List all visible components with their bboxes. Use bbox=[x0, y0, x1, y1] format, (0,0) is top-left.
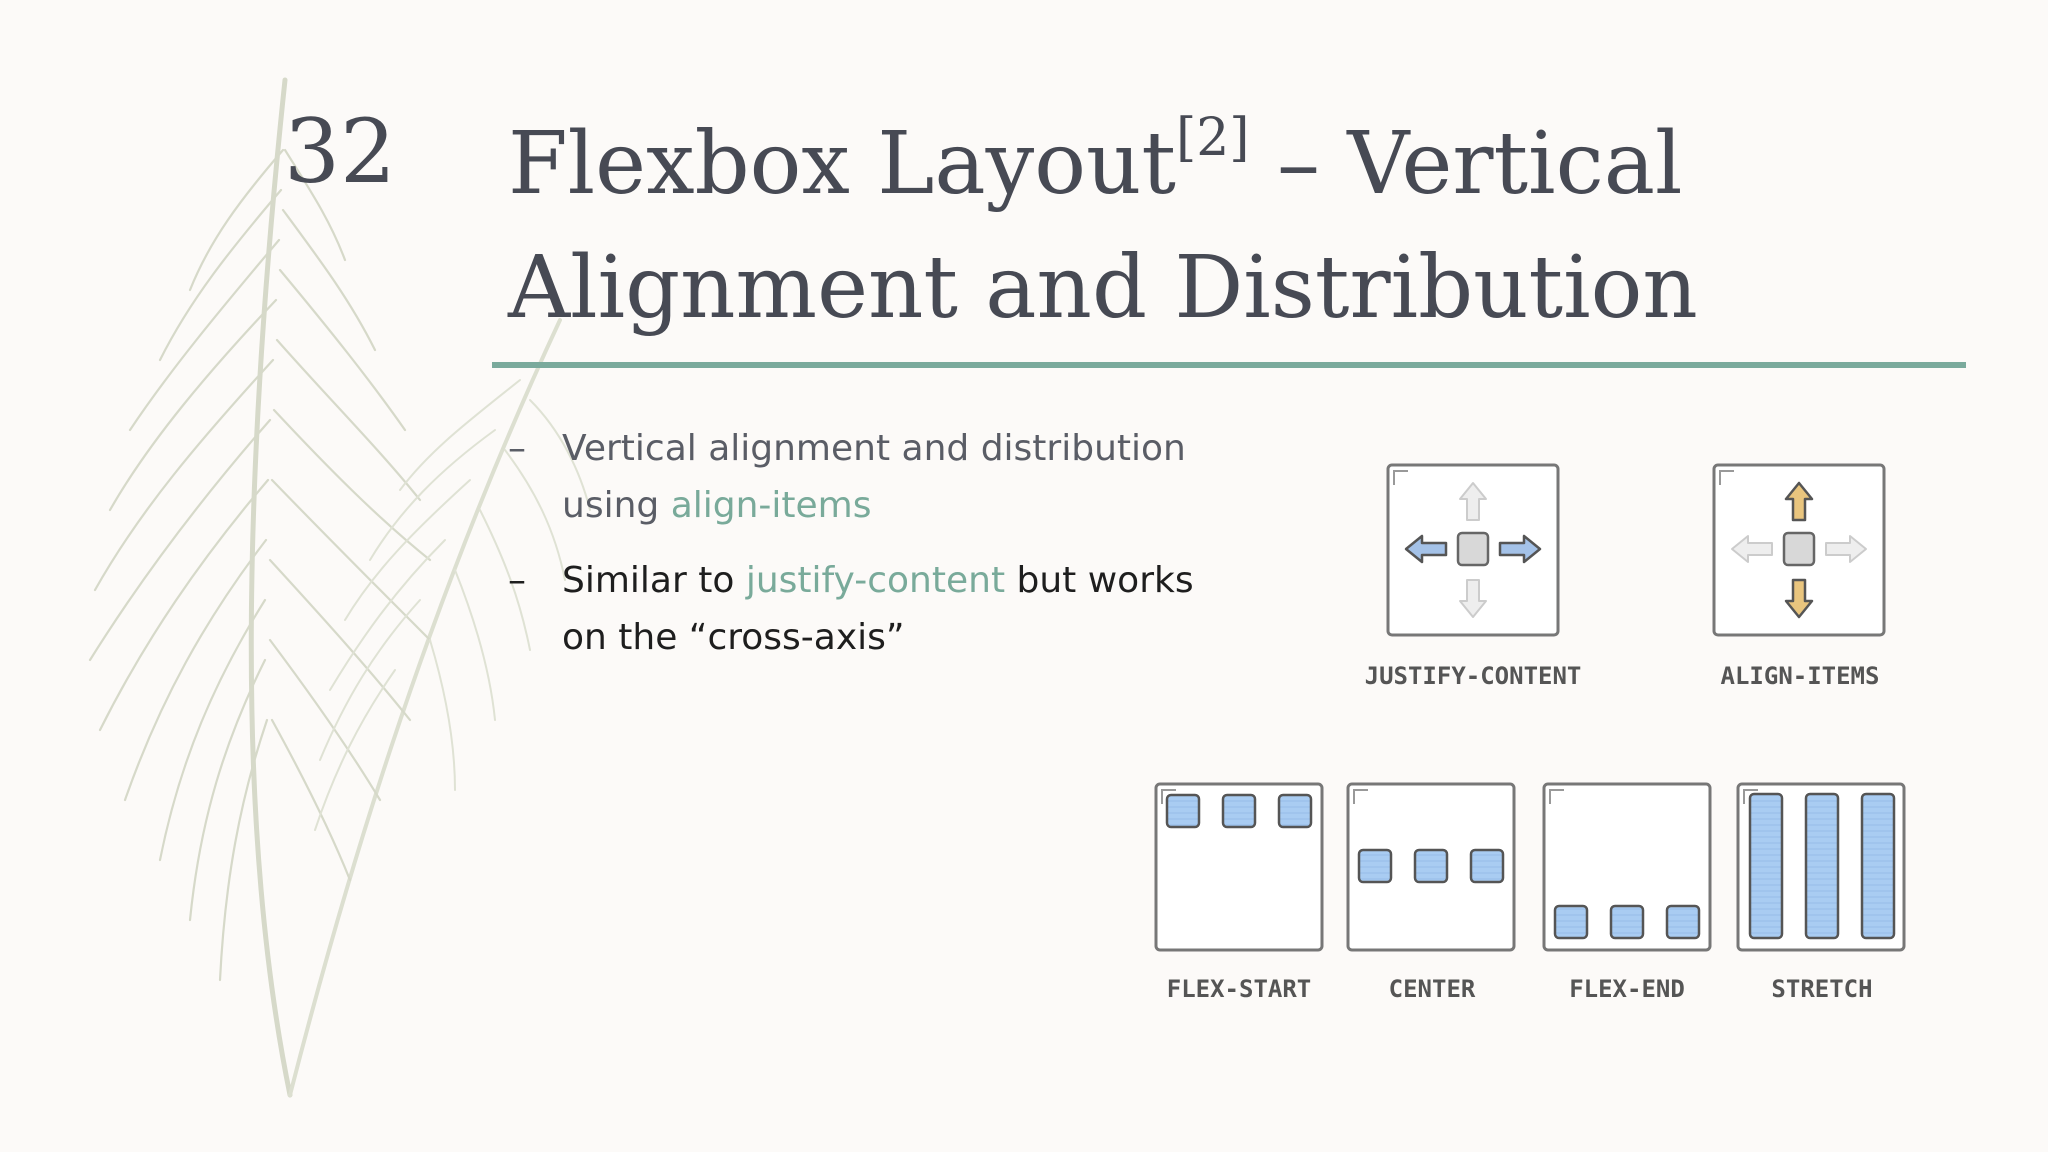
label-center: CENTER bbox=[1389, 975, 1476, 1003]
label-flex-end: FLEX-END bbox=[1569, 975, 1685, 1003]
align-items-diagram: ALIGN-ITEMS bbox=[1712, 463, 1886, 690]
center-diagram: CENTER bbox=[1346, 782, 1516, 1003]
title-divider bbox=[492, 362, 1966, 368]
bullet-item: – Similar to justify-content but works o… bbox=[508, 552, 1208, 666]
arrow-up-faded-icon bbox=[1459, 482, 1487, 521]
slide-number: 32 bbox=[284, 100, 396, 203]
bullet-dash: – bbox=[508, 428, 526, 469]
feather-background-image bbox=[88, 77, 591, 1098]
label-flex-start: FLEX-START bbox=[1167, 975, 1312, 1003]
slide-title: Flexbox Layout[2] – Vertical Alignment a… bbox=[508, 108, 1988, 344]
bullet-text: Similar to bbox=[562, 560, 746, 601]
bullet-keyword: justify-content bbox=[745, 560, 1006, 601]
arrow-right-faded-icon bbox=[1825, 535, 1867, 563]
justify-content-diagram: JUSTIFY-CONTENT bbox=[1365, 463, 1582, 690]
arrow-right-icon bbox=[1498, 534, 1542, 564]
label-justify-content: JUSTIFY-CONTENT bbox=[1365, 662, 1582, 690]
bullet-text: Vertical alignment and distribution usin… bbox=[562, 428, 1186, 526]
flex-end-diagram: FLEX-END bbox=[1542, 782, 1712, 1003]
bullet-text-after: but works on the “cross-axis” bbox=[562, 560, 1194, 658]
arrow-up-icon bbox=[1784, 481, 1814, 522]
arrow-left-icon bbox=[1404, 534, 1448, 564]
label-stretch: STRETCH bbox=[1771, 975, 1872, 1003]
arrow-down-icon bbox=[1784, 578, 1814, 619]
stretch-diagram: STRETCH bbox=[1736, 782, 1906, 1003]
bullet-item: – Vertical alignment and distribution us… bbox=[508, 420, 1208, 534]
bullet-list: – Vertical alignment and distribution us… bbox=[508, 420, 1208, 684]
title-main: Flexbox Layout bbox=[508, 114, 1176, 214]
bullet-keyword: align-items bbox=[670, 485, 872, 526]
arrow-left-faded-icon bbox=[1731, 535, 1773, 563]
title-reference: [2] bbox=[1175, 108, 1250, 168]
title-rest: – Vertical Alignment and Distribution bbox=[508, 114, 1698, 338]
bullet-dash: – bbox=[508, 560, 526, 601]
flex-start-diagram: FLEX-START bbox=[1154, 782, 1324, 1003]
arrow-down-faded-icon bbox=[1459, 579, 1487, 618]
label-align-items: ALIGN-ITEMS bbox=[1721, 662, 1880, 690]
